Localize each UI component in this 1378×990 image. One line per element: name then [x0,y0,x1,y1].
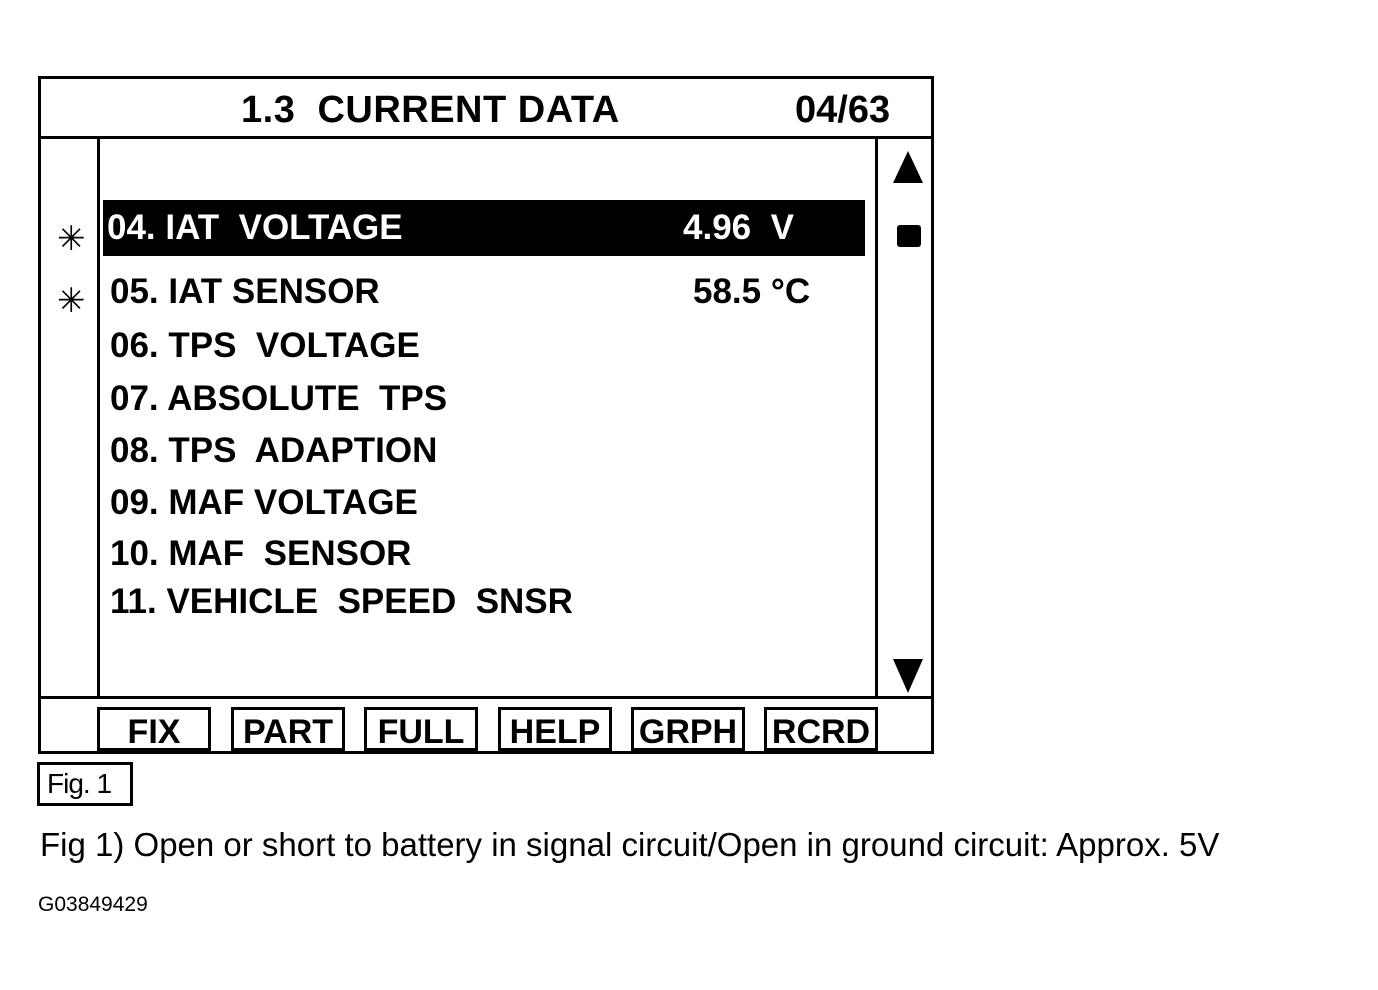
screen-header: 1.3 CURRENT DATA 04/63 [41,79,931,139]
row-label: 04. IAT VOLTAGE [107,208,403,247]
full-button[interactable]: FULL [364,707,478,751]
scroll-thumb[interactable] [897,225,921,247]
list-item-maf-voltage[interactable]: 09. MAF VOLTAGE [106,477,866,529]
data-list: 04. IAT VOLTAGE 4.96 V 05. IAT SENSOR 58… [97,139,878,697]
row-label: 09. MAF VOLTAGE [110,483,418,522]
screen-title: 1.3 CURRENT DATA [241,89,620,131]
row-label: 06. TPS VOLTAGE [110,326,420,365]
list-item-tps-adaption[interactable]: 08. TPS ADAPTION [106,425,866,477]
row-label: 05. IAT SENSOR [110,272,380,311]
rcrd-button[interactable]: RCRD [764,707,878,751]
row-label: 08. TPS ADAPTION [110,431,438,470]
help-button[interactable]: HELP [498,707,612,751]
asterisk-icon: ✳ [57,220,86,258]
list-item-vehicle-speed-snsr[interactable]: 11. VEHICLE SPEED SNSR [106,576,866,628]
grph-button[interactable]: GRPH [631,707,745,751]
scan-tool-screen: 1.3 CURRENT DATA 04/63 ✳ ✳ 04. IAT VOLTA… [38,76,934,754]
part-button[interactable]: PART [231,707,345,751]
row-label: 10. MAF SENSOR [110,534,412,573]
row-value: 58.5 °C [693,272,811,311]
triangle-up-icon[interactable] [893,151,923,183]
fix-button[interactable]: FIX [97,707,211,751]
asterisk-icon: ✳ [57,282,86,320]
list-item-iat-voltage[interactable]: 04. IAT VOLTAGE 4.96 V [103,200,865,256]
figure-label: Fig. 1 [37,762,133,806]
triangle-down-icon[interactable] [893,659,923,693]
list-item-maf-sensor[interactable]: 10. MAF SENSOR [106,528,866,580]
row-value: 4.96 V [683,208,794,247]
list-item-tps-voltage[interactable]: 06. TPS VOLTAGE [106,320,866,372]
figure-caption: Fig 1) Open or short to battery in signa… [40,826,1220,863]
function-key-bar: FIX PART FULL HELP GRPH RCRD [41,696,931,751]
scrollbar[interactable] [878,139,931,697]
list-item-absolute-tps[interactable]: 07. ABSOLUTE TPS [106,373,866,425]
list-item-iat-sensor[interactable]: 05. IAT SENSOR 58.5 °C [106,266,866,318]
row-label: 07. ABSOLUTE TPS [110,379,448,418]
row-label: 11. VEHICLE SPEED SNSR [110,582,573,621]
page-indicator: 04/63 [795,89,891,131]
image-id: G03849429 [38,893,148,916]
